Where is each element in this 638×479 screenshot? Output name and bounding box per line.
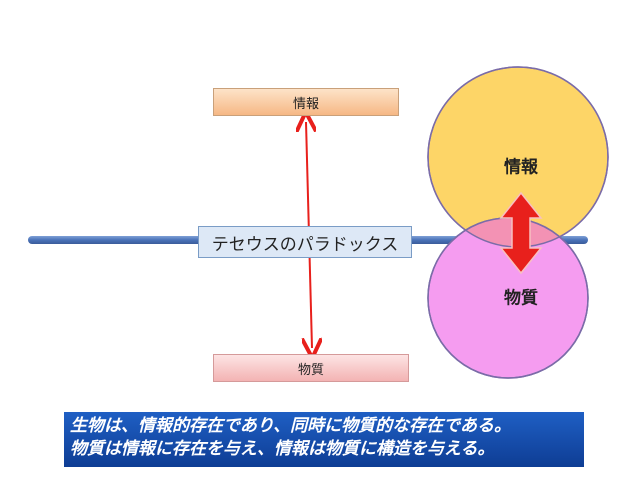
thick-double-arrow [499, 191, 543, 275]
paradox-box: テセウスのパラドックス [198, 226, 412, 258]
info-box: 情報 [213, 88, 399, 116]
caption-line-2: 物質は情報に存在を与え、情報は物質に構造を与える。 [70, 439, 495, 459]
paradox-box-label: テセウスのパラドックス [211, 234, 399, 255]
info-circle-label: 情報 [504, 157, 538, 178]
caption-line-1: 生物は、情報的存在であり、同時に物質的な存在である。 [70, 416, 511, 436]
matter-box: 物質 [213, 354, 409, 382]
matter-box-label: 物質 [297, 362, 324, 378]
info-box-label: 情報 [292, 96, 319, 112]
caption-box: 生物は、情報的存在であり、同時に物質的な存在である。 物質は情報に存在を与え、情… [64, 412, 584, 467]
matter-circle-label: 物質 [504, 288, 538, 309]
